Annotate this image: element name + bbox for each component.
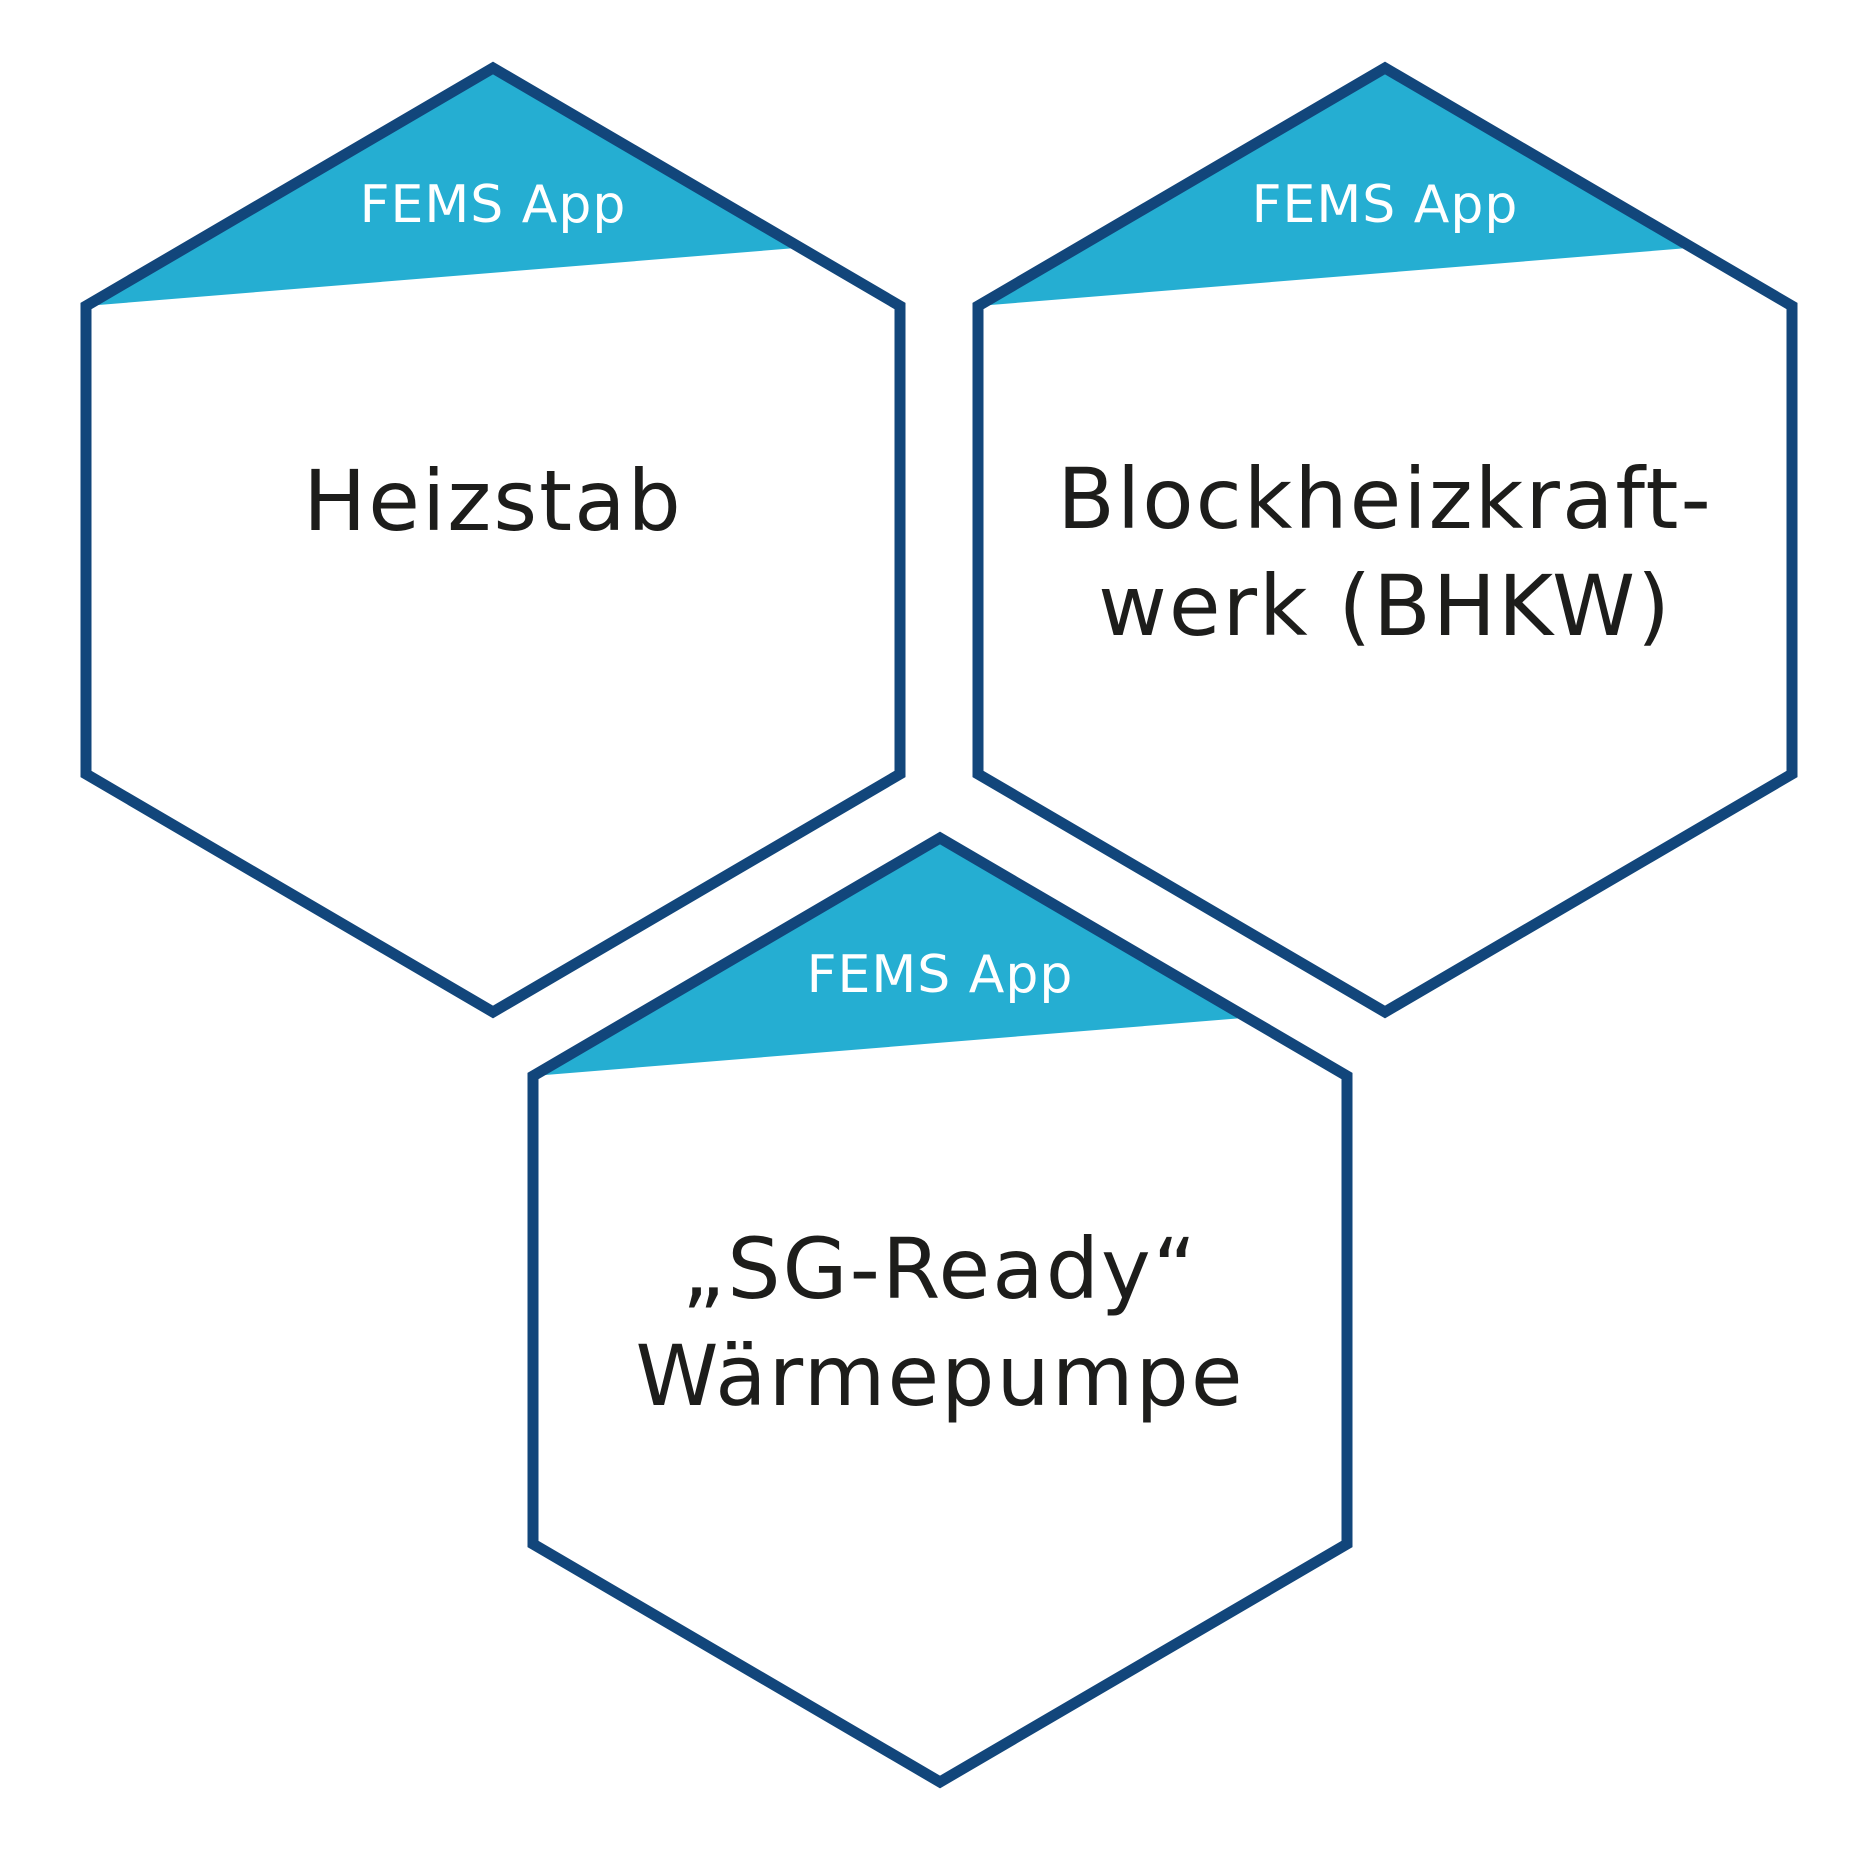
hexagon-outline — [527, 831, 1353, 1789]
fems-app-badge-shape — [86, 68, 796, 306]
hexagon-outline — [80, 61, 906, 1019]
fems-app-badge-label: FEMS App — [1252, 175, 1519, 235]
app-label-line: Blockheizkraft- — [1057, 450, 1713, 548]
hexagon-heizstab[interactable]: FEMS App Heizstab — [80, 61, 906, 1019]
hexagon-waermepumpe[interactable]: FEMS App „SG-Ready“ Wärmepumpe — [527, 831, 1353, 1789]
hexagon-outline — [972, 61, 1798, 1019]
hexagon-bhkw[interactable]: FEMS App Blockheizkraft- werk (BHKW) — [972, 61, 1798, 1019]
app-label-line: werk (BHKW) — [1098, 557, 1672, 655]
app-label-line: „SG-Ready“ — [682, 1220, 1199, 1318]
app-label-line: Heizstab — [303, 452, 683, 550]
fems-app-badge-label: FEMS App — [807, 945, 1074, 1005]
fems-app-badge-shape — [978, 68, 1688, 306]
fems-app-badge-label: FEMS App — [360, 175, 627, 235]
fems-app-badge-shape — [533, 838, 1243, 1076]
app-label-line: Wärmepumpe — [635, 1327, 1244, 1425]
